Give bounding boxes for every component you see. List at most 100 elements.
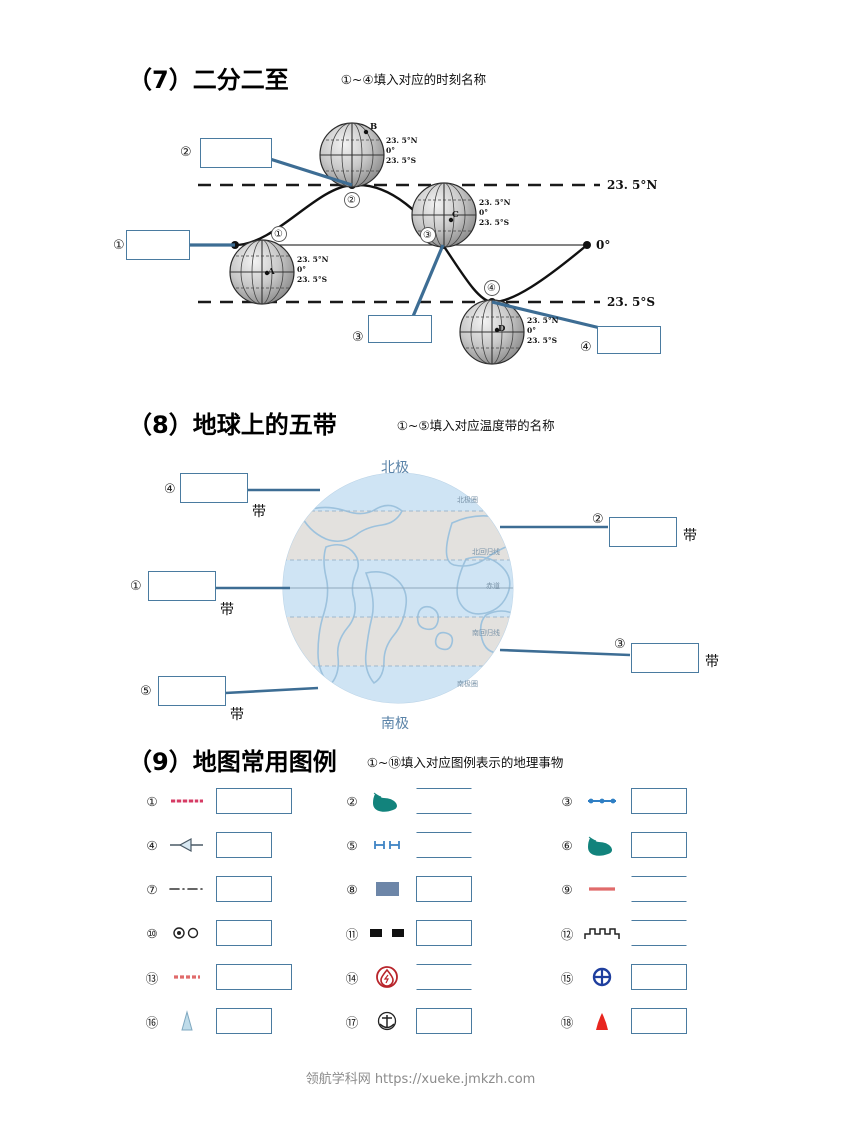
legend-item: ⑬	[140, 964, 292, 990]
section-7-note: ①~④填入对应的时刻名称	[340, 72, 487, 87]
curve-end-marker	[583, 241, 591, 249]
zone-blank-1-number: ①	[130, 579, 142, 594]
latitude-lines	[283, 510, 513, 667]
legend-item: ④	[140, 832, 272, 858]
zone-blank-3-number: ③	[614, 637, 626, 652]
legend-item: ③	[555, 788, 687, 814]
legend-answer-box[interactable]	[216, 876, 272, 902]
zone-answer-box-4[interactable]	[180, 473, 248, 503]
legend-item-number: ⑪	[345, 926, 359, 942]
legend-answer-box[interactable]	[416, 1008, 472, 1034]
lake-teal-shape-icon	[364, 788, 410, 814]
globe-b	[319, 122, 385, 188]
equator-label: 赤道	[486, 582, 500, 590]
zone-answer-box-3[interactable]	[631, 643, 699, 673]
legend-answer-box[interactable]	[416, 920, 472, 946]
railway-hatched-red-line-icon	[164, 788, 210, 814]
legend-item-number: ①	[146, 793, 158, 809]
light-blue-triangle-icon	[164, 1008, 210, 1034]
blank-2-number: ②	[180, 145, 192, 160]
zone-blank-4-number: ④	[164, 482, 176, 497]
globe-d-lat-n: 23. 5°N	[527, 316, 559, 325]
leader-zone-3	[499, 648, 631, 657]
zone-answer-box-2[interactable]	[609, 517, 677, 547]
answer-box-4[interactable]	[597, 326, 661, 354]
curve-point-1-label: ①	[274, 229, 283, 240]
globe-a	[229, 239, 295, 305]
leader-4	[491, 300, 618, 334]
legend-item: ②	[340, 788, 472, 814]
globe-c-lat-n: 23. 5°N	[479, 198, 511, 207]
legend-item-number: ⑯	[145, 1014, 159, 1030]
tropic-of-capricorn-label: 南回归线	[472, 629, 500, 637]
zone-blank-5-number: ⑤	[140, 684, 152, 699]
legend-answer-box[interactable]	[631, 876, 687, 902]
answer-box-1[interactable]	[126, 230, 190, 260]
legend-item: ①	[140, 788, 292, 814]
section-9-header: （9）地图常用图例 ①~⑱填入对应图例表示的地理事物	[128, 742, 563, 777]
legend-item: ⑰	[340, 1008, 472, 1034]
globe-a-lat-s: 23. 5°S	[297, 275, 328, 284]
legend-item: ⑥	[555, 832, 687, 858]
legend-item: ⑪	[340, 920, 472, 946]
legend-item: ⑯	[140, 1008, 272, 1034]
legend-item: ⑫	[555, 920, 687, 946]
five-zones-diagram: 北极 南极 北极圈 北回归线 赤道 南回归线 南极圈 ④ 带 ① 带 ⑤ 带 ②…	[0, 455, 841, 745]
legend-item-number: ⑧	[346, 881, 358, 897]
zone-answer-box-1[interactable]	[148, 571, 216, 601]
legend-item-number: ⑰	[345, 1014, 359, 1030]
diagram-7-graphic	[188, 122, 618, 365]
footer-watermark: 领航学科网 https://xueke.jmkzh.com	[305, 1072, 536, 1087]
zone-unit-3: 带	[705, 654, 719, 670]
legend-answer-box[interactable]	[216, 1008, 272, 1034]
section-8-title: （8）地球上的五带	[128, 411, 337, 439]
continent-outlines	[298, 504, 513, 687]
red-mountain-triangle-icon	[579, 1008, 625, 1034]
legend-item-number: ③	[561, 793, 573, 809]
section-9-title: （9）地图常用图例	[128, 748, 337, 776]
globe-a-lat-n: 23. 5°N	[297, 255, 329, 264]
globe-d-lat-eq: 0°	[527, 326, 536, 335]
lake-teal-shape-icon	[579, 832, 625, 858]
legend-answer-box[interactable]	[631, 1008, 687, 1034]
blue-gray-rectangle-icon	[364, 876, 410, 902]
curve-point-3-label: ③	[423, 230, 432, 241]
legend-item-number: ⑦	[146, 881, 158, 897]
blank-1-number: ①	[113, 238, 125, 253]
legend-answer-box[interactable]	[416, 832, 472, 858]
arctic-circle-label: 北极圈	[457, 496, 478, 504]
legend-answer-box[interactable]	[631, 832, 687, 858]
dash-dot-boundary-line-icon	[164, 876, 210, 902]
legend-item: ⑩	[140, 920, 272, 946]
legend-answer-box[interactable]	[416, 788, 472, 814]
legend-answer-box[interactable]	[631, 920, 687, 946]
legend-answer-box[interactable]	[216, 788, 292, 814]
zone-answer-box-5[interactable]	[158, 676, 226, 706]
red-solid-line-icon	[579, 876, 625, 902]
answer-box-3[interactable]	[368, 315, 432, 343]
zone-unit-2: 带	[683, 528, 697, 544]
leader-3	[407, 244, 445, 327]
legend-answer-box[interactable]	[631, 788, 687, 814]
legend-answer-box[interactable]	[216, 832, 272, 858]
great-wall-crenellation-icon	[579, 920, 625, 946]
section-8-header: （8）地球上的五带 ①~⑤填入对应温度带的名称	[128, 405, 555, 440]
legend-item-number: ⑩	[146, 925, 158, 941]
map-legend-grid: ① ② ③ ④ ⑤	[0, 782, 841, 1062]
legend-answer-box[interactable]	[631, 964, 687, 990]
south-pole-label: 南极	[381, 716, 409, 732]
blank-4-number: ④	[580, 340, 592, 355]
globe-d	[459, 299, 525, 365]
legend-answer-box[interactable]	[216, 964, 292, 990]
section-9-note: ①~⑱填入对应图例表示的地理事物	[366, 755, 564, 770]
legend-answer-box[interactable]	[216, 920, 272, 946]
legend-item-number: ⑨	[561, 881, 573, 897]
globe-b-lat-s: 23. 5°S	[386, 156, 417, 165]
legend-answer-box[interactable]	[416, 964, 472, 990]
answer-box-2[interactable]	[200, 138, 272, 168]
antarctic-circle-label: 南极圈	[457, 680, 478, 688]
legend-answer-box[interactable]	[416, 876, 472, 902]
legend-item: ⑤	[340, 832, 472, 858]
airport-circled-cross-icon	[579, 964, 625, 990]
